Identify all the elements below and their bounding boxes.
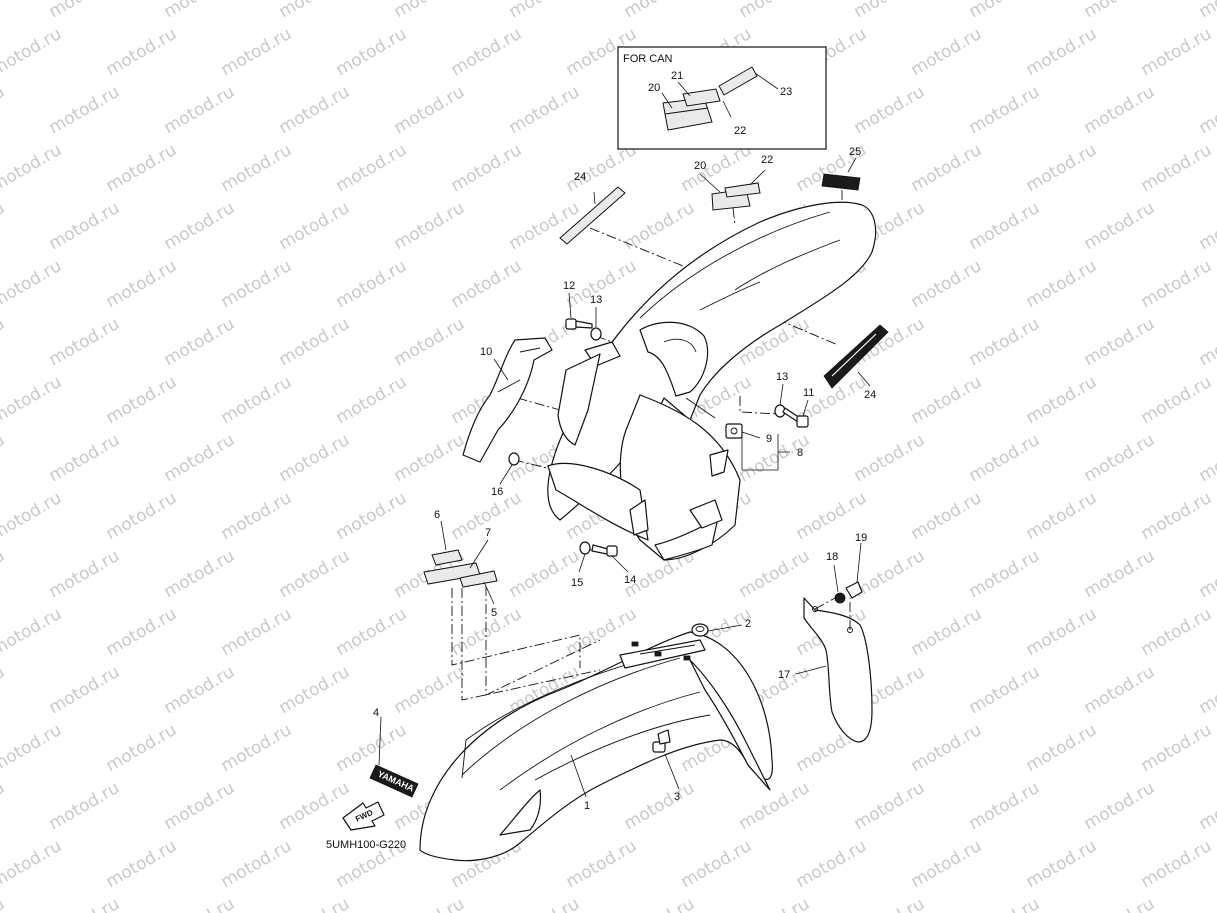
front-fender xyxy=(419,631,773,862)
callout-22: 22 xyxy=(761,154,773,166)
callout-20: 20 xyxy=(694,160,706,172)
washer-13-upper xyxy=(590,327,602,341)
bolt-14 xyxy=(591,544,618,557)
nut-18 xyxy=(834,592,846,604)
callout-10: 10 xyxy=(480,346,492,358)
rear-fender xyxy=(547,201,877,561)
inset-decal-21 xyxy=(682,88,721,107)
callouts: 20 21 22 23 24 20 22 25 12 13 10 13 11 2… xyxy=(326,70,876,851)
callout-4: 4 xyxy=(373,707,379,719)
guard-17 xyxy=(803,597,873,743)
callout-25: 25 xyxy=(849,146,861,158)
screw-19 xyxy=(845,581,863,599)
fwd-arrow: FWD xyxy=(342,801,385,831)
bolt-12 xyxy=(565,318,593,330)
bolt-3 xyxy=(652,729,671,753)
rear-side-panel-10 xyxy=(462,337,553,463)
inset-decal-23 xyxy=(718,66,758,96)
callout-13-upper: 13 xyxy=(590,294,602,306)
for-can-inset: FOR CAN xyxy=(617,46,827,150)
grommet-2 xyxy=(691,623,709,637)
inset-title: FOR CAN xyxy=(623,53,673,65)
callout-2: 2 xyxy=(745,618,751,630)
callout-9: 9 xyxy=(766,433,772,445)
callout-5: 5 xyxy=(491,607,497,619)
callout-19: 19 xyxy=(855,532,867,544)
bracket-9 xyxy=(725,423,743,439)
callout-23: 23 xyxy=(780,86,792,98)
washer-16 xyxy=(508,452,520,466)
decal-22 xyxy=(724,182,761,198)
callout-17: 17 xyxy=(778,669,790,681)
decal-4-yamaha: YAMAHA xyxy=(369,764,419,798)
callout-3: 3 xyxy=(674,791,680,803)
callout-18: 18 xyxy=(826,551,838,563)
callout-1: 1 xyxy=(584,800,590,812)
washer-15 xyxy=(579,541,591,555)
callout-8: 8 xyxy=(797,447,803,459)
bolt-11 xyxy=(782,407,809,428)
decal-25-yamaha xyxy=(821,173,861,191)
decal-24-upper xyxy=(559,186,626,245)
callout-24-upper: 24 xyxy=(574,171,586,183)
leader-lines xyxy=(378,157,871,798)
callout-15: 15 xyxy=(571,577,583,589)
callout-24-lower: 24 xyxy=(864,389,876,401)
callout-6: 6 xyxy=(434,509,440,521)
decal-6 xyxy=(431,549,463,566)
callout-16: 16 xyxy=(491,486,503,498)
callout-12: 12 xyxy=(563,280,575,292)
callout-22-inset: 22 xyxy=(734,125,746,137)
decal-24-lower xyxy=(823,324,889,389)
callout-21: 21 xyxy=(671,70,683,82)
diagram-code: 5UMH100-G220 xyxy=(326,839,406,851)
callout-20-inset: 20 xyxy=(648,82,660,94)
callout-7: 7 xyxy=(485,527,491,539)
callout-11: 11 xyxy=(803,387,814,399)
callout-13-right: 13 xyxy=(776,371,788,383)
decal-5 xyxy=(459,570,498,588)
callout-14: 14 xyxy=(624,574,636,586)
